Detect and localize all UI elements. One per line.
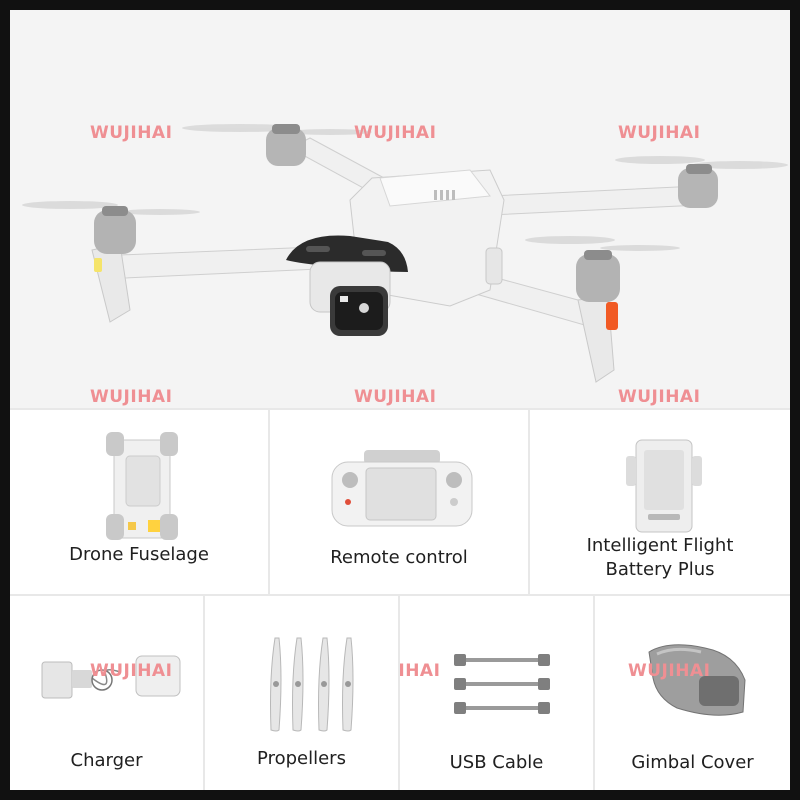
drone-fuselage-image — [106, 432, 178, 540]
watermark: WUJIHAI — [618, 387, 701, 407]
item-label: USB Cable — [449, 752, 544, 773]
battery-image — [626, 439, 702, 533]
watermark: WUJIHAI — [354, 387, 437, 407]
drone-illustration — [22, 124, 788, 383]
watermark: WUJIHAI — [354, 123, 437, 143]
usb-cable-image — [454, 654, 550, 714]
item-label-line1: Intelligent Flight — [586, 535, 734, 556]
watermark: WUJIHAI — [628, 661, 711, 681]
item-label-line2: Battery Plus — [605, 559, 715, 580]
gimbal-cover-image — [648, 644, 746, 716]
item-propellers: Propellers — [205, 596, 398, 790]
item-remote-control: Remote control — [270, 410, 528, 594]
charger-image — [41, 655, 181, 699]
remote-control-image — [331, 450, 473, 527]
item-label: Charger — [70, 750, 143, 771]
watermark: WUJIHAI — [400, 661, 441, 681]
watermark: WUJIHAI — [90, 661, 173, 681]
propellers-image — [270, 637, 354, 732]
item-label: Drone Fuselage — [69, 544, 209, 565]
item-usb-cable: WUJIHAI USB Cable — [400, 596, 593, 790]
item-label: Gimbal Cover — [631, 752, 754, 773]
item-label: Propellers — [257, 748, 346, 769]
watermark: WUJIHAI — [618, 123, 701, 143]
watermark: WUJIHAI — [90, 387, 173, 407]
item-gimbal-cover: WUJIHAI Gimbal Cover — [595, 596, 790, 790]
watermark: WUJIHAI — [90, 123, 173, 143]
item-label: Remote control — [330, 547, 468, 568]
item-battery: Intelligent Flight Battery Plus — [530, 410, 790, 594]
product-image-frame: WUJIHAI WUJIHAI WUJIHAI WUJIHAI WUJIHAI … — [10, 10, 790, 790]
item-drone-fuselage: Drone Fuselage — [10, 410, 268, 594]
drone-hero-image: WUJIHAI WUJIHAI WUJIHAI WUJIHAI WUJIHAI … — [10, 10, 790, 408]
item-charger: WUJIHAI Charger — [10, 596, 203, 790]
